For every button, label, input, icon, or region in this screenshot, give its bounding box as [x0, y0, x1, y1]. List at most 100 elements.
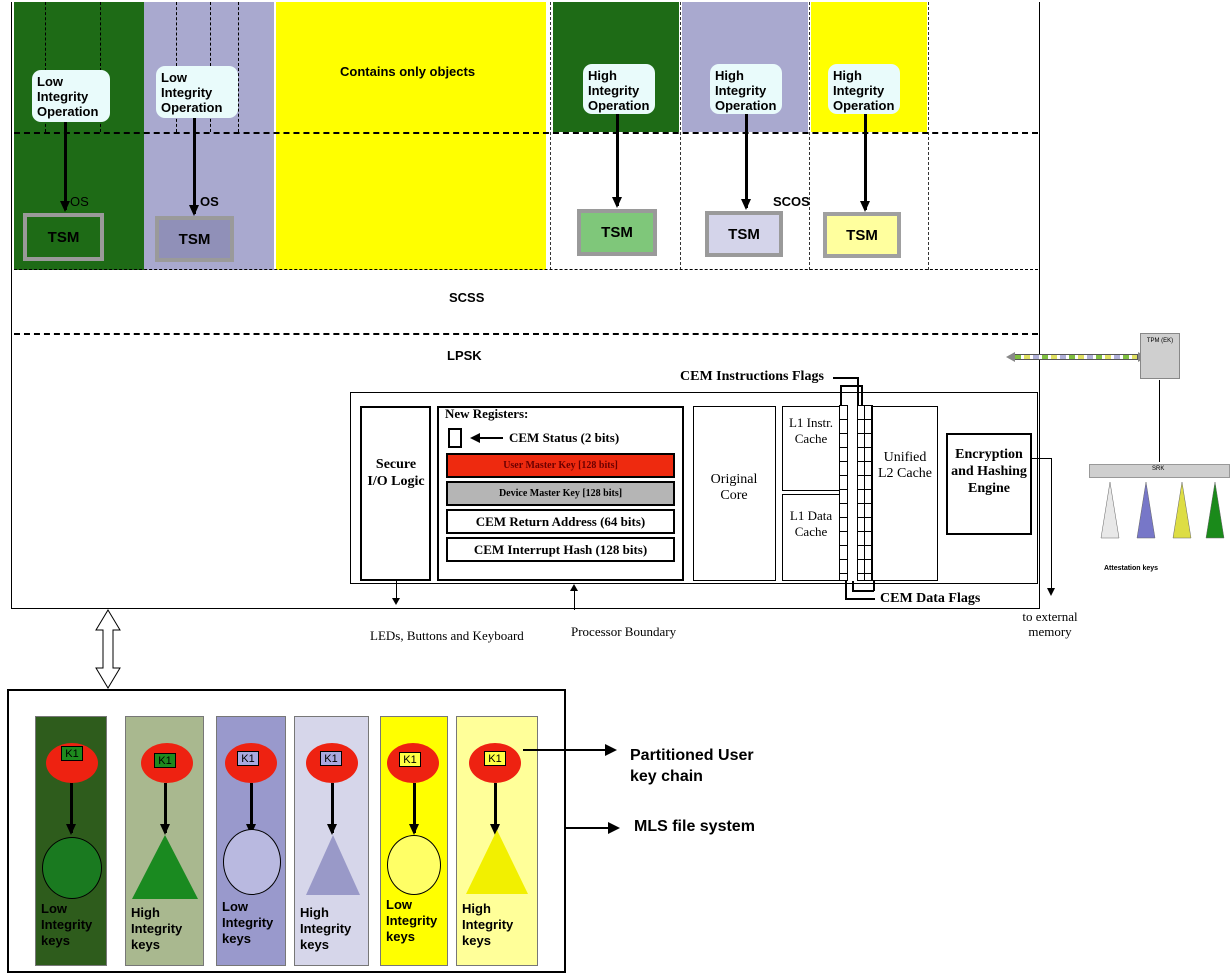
os-label: OS	[70, 194, 89, 209]
key-column: K1 High Integrity keys	[294, 716, 369, 966]
l1-data-label: L1 Data Cache	[789, 508, 833, 539]
os-label: OS	[200, 194, 219, 209]
encryption-engine-label: Encryption and Hashing Engine	[951, 447, 1027, 496]
tsm-box: TSM	[705, 211, 783, 257]
operation-box: Low Integrity Operation	[156, 66, 238, 118]
connector	[873, 581, 875, 591]
l2-cache-box	[872, 406, 938, 581]
arrow-icon	[60, 122, 70, 212]
file-icon	[466, 830, 528, 894]
arrow-right-icon	[605, 744, 617, 756]
l1-instr-label: L1 Instr. Cache	[788, 415, 834, 446]
key-label: High Integrity keys	[300, 905, 352, 952]
arrow-icon	[189, 118, 199, 216]
connector	[845, 598, 875, 600]
connector	[840, 385, 861, 387]
divider	[45, 2, 46, 132]
file-icon	[42, 837, 102, 899]
mls-label: MLS file system	[634, 818, 755, 835]
srk-label: SRK	[1152, 466, 1165, 472]
tpm-link	[1014, 354, 1138, 360]
arrow-icon	[612, 114, 622, 208]
system-frame	[11, 2, 1040, 609]
arrow-right-icon	[608, 822, 620, 834]
operation-box: High Integrity Operation	[710, 64, 782, 114]
divider	[14, 333, 1038, 335]
key-label: Low Integrity keys	[222, 899, 274, 946]
original-core-label: Original Core	[710, 472, 758, 503]
divider	[928, 2, 929, 270]
scos-label: SCOS	[773, 194, 810, 209]
key-column: K1 Low Integrity keys	[380, 716, 448, 966]
tpm-box	[1140, 333, 1180, 379]
divider	[100, 2, 101, 132]
attestation-key	[1172, 481, 1192, 539]
device-master-key: Device Master Key [128 bits]	[446, 481, 675, 506]
attestation-key	[1100, 481, 1120, 539]
operation-box: High Integrity Operation	[583, 64, 655, 114]
connector	[574, 588, 575, 610]
k1-tag: K1	[399, 752, 421, 767]
connector	[845, 581, 847, 599]
arrow-icon	[860, 114, 870, 212]
attestation-label: Attestation keys	[1104, 565, 1159, 572]
divider	[14, 269, 1038, 270]
leds-label: LEDs, Buttons and Keyboard	[370, 628, 524, 643]
lpsk-label: LPSK	[447, 348, 482, 363]
cem-status-cell	[448, 428, 462, 448]
divider	[680, 2, 681, 270]
connector	[833, 377, 858, 379]
connector	[1032, 458, 1052, 459]
operation-box: High Integrity Operation	[828, 64, 900, 114]
panel-objects	[276, 2, 546, 270]
encryption-engine-box	[946, 433, 1032, 535]
l2-cache-label: Unified L2 Cache	[877, 450, 933, 481]
connector	[852, 590, 874, 592]
file-icon	[132, 835, 198, 899]
key-column: K1 Low Integrity keys	[216, 716, 286, 966]
key-label: High Integrity keys	[462, 901, 514, 948]
divider	[809, 2, 810, 270]
instr-flags-label: CEM Instructions Flags	[680, 369, 824, 384]
k1-tag: K1	[154, 753, 176, 768]
arrow-down-icon	[392, 598, 400, 605]
k1-tag: K1	[320, 751, 342, 766]
cem-status-label: CEM Status (2 bits)	[509, 430, 620, 445]
file-icon	[306, 835, 360, 895]
attestation-key	[1136, 481, 1156, 539]
divider	[550, 2, 551, 270]
connector	[523, 749, 607, 751]
connector	[861, 385, 863, 405]
key-label: High Integrity keys	[131, 905, 183, 952]
connector	[1159, 380, 1160, 462]
tsm-box: TSM	[577, 209, 657, 256]
original-core-box	[693, 406, 776, 581]
tsm-box: TSM	[23, 213, 104, 261]
connector	[396, 581, 397, 601]
key-label: Low Integrity keys	[41, 901, 93, 948]
k1-tag: K1	[61, 746, 83, 761]
k1-tag: K1	[237, 751, 259, 766]
cem-return-address: CEM Return Address (64 bits)	[446, 509, 675, 534]
to-memory-label: to external memory	[1022, 609, 1078, 639]
tpm-label: TPM (EK)	[1146, 338, 1174, 344]
cem-interrupt-hash: CEM Interrupt Hash (128 bits)	[446, 537, 675, 562]
partitioned-label: Partitioned User key chain	[630, 747, 754, 785]
divider	[14, 132, 1038, 134]
tsm-box: TSM	[823, 212, 901, 258]
l1-instr-cache	[782, 406, 840, 491]
connector	[840, 385, 842, 405]
divider	[238, 2, 239, 132]
arrow-down-icon	[1047, 588, 1055, 596]
boundary-label: Processor Boundary	[571, 624, 677, 639]
k1-tag: K1	[484, 751, 506, 766]
objects-label: Contains only objects	[340, 64, 476, 79]
arrow-left-icon	[477, 437, 503, 439]
connector	[852, 581, 854, 591]
file-icon	[387, 835, 441, 895]
arrow-left-icon	[470, 433, 480, 443]
attestation-keys-graphic	[1100, 481, 1225, 539]
key-column: K1 High Integrity keys	[456, 716, 538, 966]
key-label: Low Integrity keys	[386, 897, 438, 944]
user-master-key: User Master Key [128 bits]	[446, 453, 675, 478]
